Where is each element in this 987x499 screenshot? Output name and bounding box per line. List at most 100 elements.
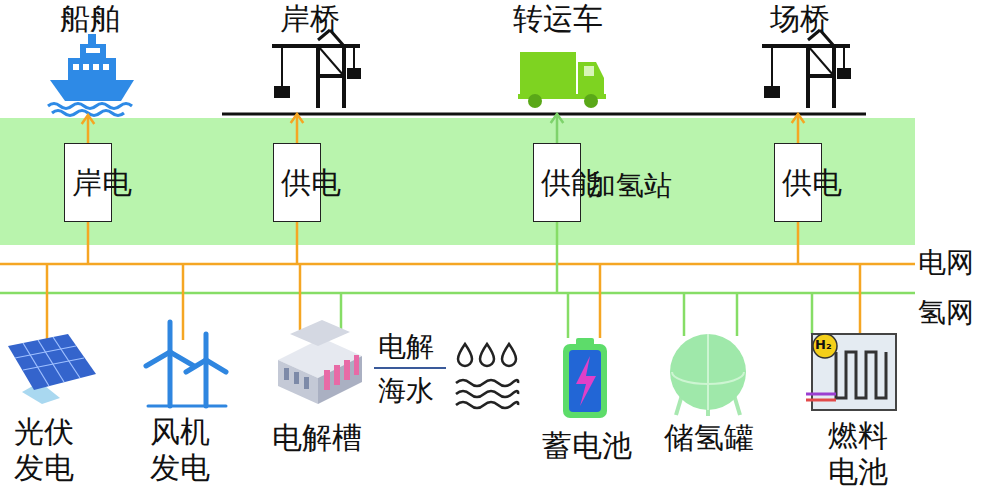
node-text: 转运车	[508, 2, 608, 36]
seawater-icon	[456, 402, 518, 408]
truck-icon	[578, 62, 604, 96]
equipment-node: 场桥	[750, 2, 850, 114]
electrolyzer-icon	[284, 368, 289, 380]
solar-panel-icon	[38, 340, 64, 382]
source-wire	[340, 293, 343, 330]
electrolyzer-icon	[278, 320, 362, 404]
yard-crane-icon	[839, 70, 849, 77]
node-text: 船舶	[40, 2, 140, 36]
source-wire	[736, 293, 739, 336]
quay-crane-icon	[318, 46, 344, 76]
quay-crane-icon	[272, 30, 360, 108]
yard-crane-icon	[843, 46, 845, 70]
wind-turbine-icon	[148, 405, 226, 408]
ship-icon	[52, 111, 124, 116]
ship-icon	[80, 44, 106, 59]
quay-crane-icon	[349, 70, 359, 77]
truck-icon	[520, 52, 576, 94]
quay-crane-icon	[318, 74, 344, 78]
station-wire	[87, 222, 90, 264]
supply-arrow	[291, 114, 304, 143]
equipment-node: 船舶	[40, 2, 140, 115]
wind-turbine-icon	[204, 360, 209, 406]
battery-icon	[563, 338, 607, 418]
node-text: 供电	[281, 166, 313, 200]
supply-box: 供电	[273, 143, 321, 222]
hydrogen-tank-icon	[670, 334, 746, 410]
equipment-node: 转运车	[508, 2, 608, 114]
ship-icon	[50, 80, 134, 101]
seawater-icon	[458, 344, 472, 366]
yard-crane-icon	[766, 88, 778, 96]
fuel-cell-icon	[806, 393, 836, 396]
electrolyzer-icon	[304, 377, 309, 389]
wind-turbine-icon	[168, 352, 173, 406]
supply-arrow	[792, 114, 805, 123]
electrolyzer-icon	[278, 360, 318, 404]
station-wire	[797, 222, 800, 264]
quay-crane-icon	[353, 46, 355, 70]
source-wire	[811, 293, 814, 334]
node-text: 加氢站	[588, 170, 672, 202]
solar-panel-icon	[23, 358, 84, 370]
source-wire	[599, 264, 602, 338]
seawater-icon	[502, 344, 516, 366]
source-wire	[859, 264, 862, 334]
battery-icon	[576, 356, 596, 406]
solar-panel-icon	[8, 334, 96, 390]
quay-ground-line	[222, 113, 866, 116]
power-grid-bus	[0, 263, 915, 266]
station-wire	[296, 222, 299, 264]
supply-arrow	[296, 114, 299, 143]
station-wire	[556, 222, 559, 293]
hydrogen-tank-icon	[670, 334, 746, 416]
truck-icon	[584, 66, 594, 76]
electrolyzer-icon	[324, 370, 330, 390]
supply-arrow	[792, 114, 805, 143]
hydrogen-grid-bus	[0, 292, 915, 295]
electrolyzer-icon	[284, 368, 309, 389]
source-caption: 蓄电池	[542, 428, 632, 464]
ship-icon	[93, 64, 99, 70]
ship-icon	[68, 58, 116, 81]
supply-arrow	[551, 114, 564, 123]
ship-icon	[48, 34, 134, 116]
electrolyzer-icon	[324, 355, 359, 390]
hydrogen-symbol: H₂	[815, 337, 835, 353]
node-text: 岸桥	[260, 2, 360, 36]
source-caption: 储氢罐	[664, 420, 754, 456]
wind-turbine-icon	[206, 360, 226, 372]
supply-arrow	[291, 114, 304, 123]
source-wire	[182, 264, 185, 340]
supply-box: 供能	[533, 143, 581, 222]
process-label: 海水	[378, 374, 434, 408]
source-wire	[299, 264, 302, 330]
wind-turbine-icon	[146, 352, 170, 366]
node-text: 供能	[541, 166, 573, 200]
supply-arrow	[87, 115, 90, 143]
grid-label: 氢网	[918, 296, 974, 330]
battery-icon	[569, 350, 601, 412]
process-label: 电解	[378, 330, 434, 364]
yard-crane-icon	[808, 74, 834, 78]
supply-arrow	[556, 114, 559, 143]
solar-panel-icon	[8, 334, 96, 404]
node-text: 场桥	[750, 2, 850, 36]
ship-icon	[86, 48, 100, 53]
electrolyzer-icon	[334, 365, 340, 385]
supply-arrow	[551, 114, 564, 143]
electrolyzer-icon	[294, 372, 299, 384]
ship-icon	[103, 64, 109, 70]
node-text: 供电	[782, 166, 814, 200]
supply-arrow	[82, 115, 95, 124]
node-text: 岸电	[72, 166, 104, 200]
yard-crane-icon	[771, 46, 773, 88]
electrolyzer-icon	[290, 320, 350, 346]
wind-turbine-icon	[204, 334, 209, 360]
supply-arrow	[797, 114, 800, 143]
supply-box: 岸电	[64, 143, 112, 222]
source-caption: 电解槽	[272, 420, 362, 456]
wind-turbine-icon	[168, 322, 173, 352]
battery-icon	[563, 344, 607, 418]
